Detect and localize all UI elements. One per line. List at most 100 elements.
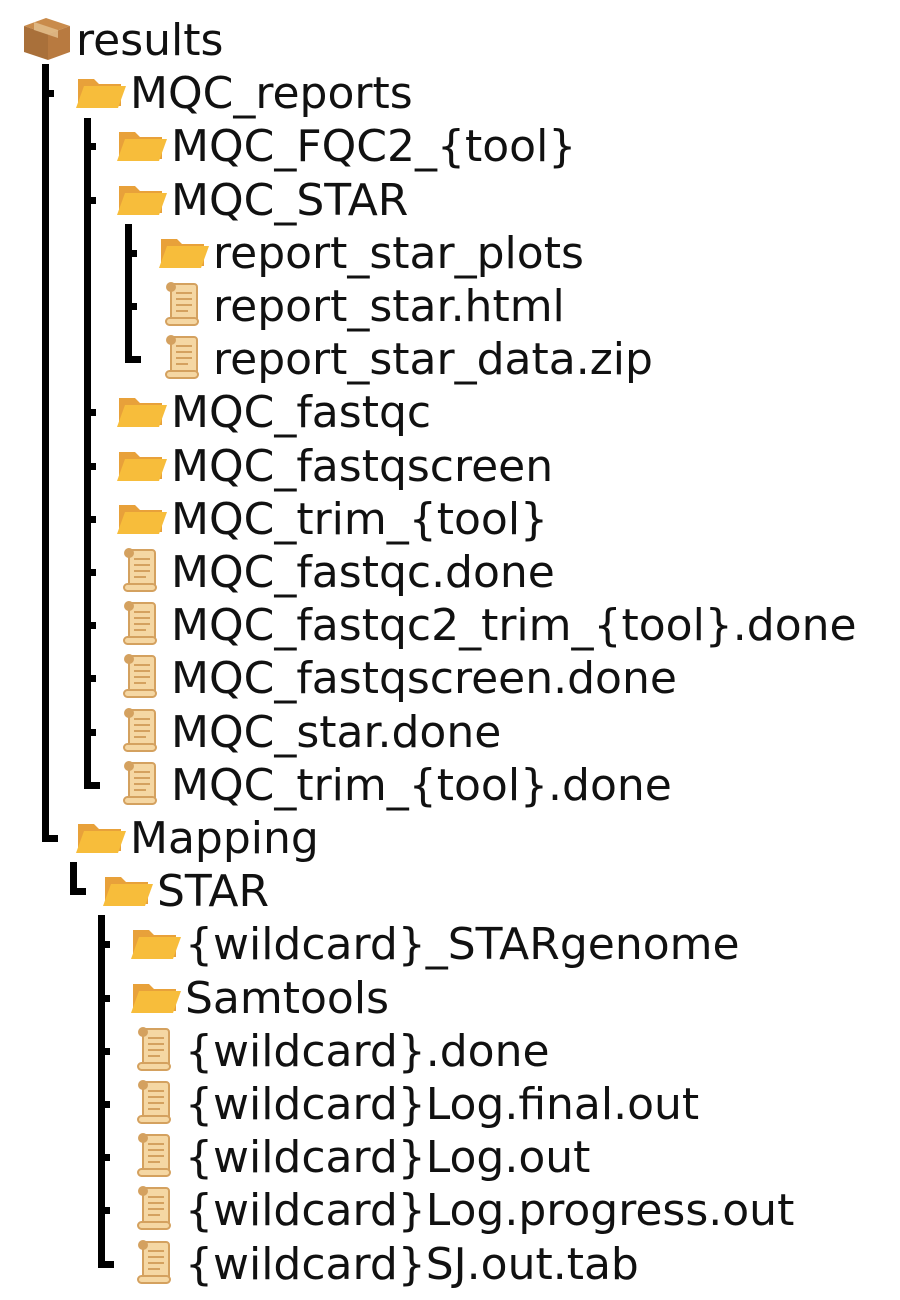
scroll-icon xyxy=(129,1076,185,1129)
folder-icon xyxy=(129,970,185,1023)
folder-icon xyxy=(115,491,171,544)
tree-row[interactable]: MQC_trim_{tool}.done xyxy=(115,757,672,811)
tree-connector-vertical xyxy=(70,862,77,896)
tree-row[interactable]: MQC_FQC2_{tool} xyxy=(115,118,577,173)
tree-row[interactable]: report_star_data.zip xyxy=(157,331,653,386)
tree-item-label: MQC_STAR xyxy=(171,174,409,226)
tree-connector-branch xyxy=(125,249,137,257)
tree-item-label: MQC_star.done xyxy=(171,706,502,758)
folder-icon xyxy=(115,384,171,437)
tree-row[interactable]: MQC_STAR xyxy=(115,172,409,226)
tree-connector-vertical xyxy=(84,118,91,789)
tree-item-label: {wildcard}_STARgenome xyxy=(185,919,740,971)
tree-connector-branch xyxy=(98,994,110,1002)
scroll-icon xyxy=(115,650,171,703)
tree-item-label: report_star_data.zip xyxy=(213,334,653,386)
tree-item-label: MQC_FQC2_{tool} xyxy=(171,121,577,173)
tree-row[interactable]: {wildcard}Log.final.out xyxy=(129,1076,700,1130)
tree-connector-vertical xyxy=(42,64,49,842)
scroll-icon xyxy=(157,278,213,331)
tree-connector-branch xyxy=(98,1047,110,1055)
tree-row[interactable]: MQC_fastqscreen xyxy=(115,438,554,492)
tree-row[interactable]: Samtools xyxy=(129,970,389,1024)
folder-icon xyxy=(74,810,130,863)
tree-row[interactable]: {wildcard}_STARgenome xyxy=(129,916,740,971)
tree-item-label: Mapping xyxy=(130,813,319,864)
tree-connector-branch xyxy=(84,675,96,683)
tree-item-label: {wildcard}Log.out xyxy=(185,1132,591,1184)
tree-item-label: MQC_fastqc xyxy=(171,387,432,439)
scroll-icon xyxy=(115,597,171,650)
scroll-icon xyxy=(129,1129,185,1182)
tree-item-label: report_star.html xyxy=(213,281,565,332)
tree-item-label: MQC_fastqscreen.done xyxy=(171,653,677,705)
folder-icon xyxy=(157,225,213,278)
scroll-icon xyxy=(157,331,213,384)
tree-item-label: {wildcard}.done xyxy=(185,1025,550,1077)
tree-connector-branch xyxy=(84,409,96,417)
folder-icon xyxy=(115,172,171,225)
scroll-icon xyxy=(129,1182,185,1235)
tree-item-label: {wildcard}Log.progress.out xyxy=(185,1185,795,1237)
tree-connector-branch xyxy=(98,1154,110,1162)
tree-item-label: results xyxy=(76,15,224,66)
tree-row[interactable]: MQC_fastqc xyxy=(115,384,432,439)
tree-item-label: Samtools xyxy=(185,972,389,1024)
tree-connector-branch xyxy=(98,1207,110,1215)
tree-connector-branch xyxy=(84,781,100,789)
tree-item-label: MQC_reports xyxy=(130,68,413,120)
tree-connector-branch xyxy=(84,569,96,576)
tree-row[interactable]: MQC_fastqc2_trim_{tool}.done xyxy=(115,597,857,652)
tree-row[interactable]: MQC_reports xyxy=(74,65,413,120)
tree-connector-branch xyxy=(98,1260,114,1268)
folder-icon xyxy=(115,118,171,171)
tree-connector-vertical xyxy=(98,915,105,1268)
folder-icon xyxy=(129,916,185,969)
tree-connector-branch xyxy=(98,941,110,949)
scroll-icon xyxy=(115,704,171,757)
tree-row[interactable]: {wildcard}SJ.out.tab xyxy=(129,1236,639,1290)
tree-connector-branch xyxy=(42,835,58,842)
folder-icon xyxy=(115,438,171,491)
tree-row[interactable]: report_star.html xyxy=(157,278,565,332)
tree-row[interactable]: {wildcard}Log.out xyxy=(129,1129,591,1184)
scroll-icon xyxy=(115,544,171,597)
tree-item-label: MQC_fastqc2_trim_{tool}.done xyxy=(171,600,857,652)
package-icon xyxy=(20,12,76,65)
tree-connector-branch xyxy=(70,888,86,896)
tree-row[interactable]: MQC_fastqc.done xyxy=(115,544,555,598)
tree-connector-branch xyxy=(98,1101,110,1108)
folder-icon xyxy=(74,65,130,118)
tree-row[interactable]: MQC_trim_{tool} xyxy=(115,491,549,545)
tree-connector-branch xyxy=(84,515,96,523)
scroll-icon xyxy=(115,757,171,810)
tree-connector-branch xyxy=(84,462,96,470)
scroll-icon xyxy=(129,1023,185,1076)
tree-item-label: {wildcard}Log.final.out xyxy=(185,1079,700,1130)
scroll-icon xyxy=(129,1236,185,1289)
tree-connector-branch xyxy=(84,728,96,736)
tree-connector-vertical xyxy=(125,224,132,364)
tree-connector-branch xyxy=(125,356,141,364)
tree-connector-branch xyxy=(84,196,96,204)
tree-row[interactable]: STAR xyxy=(101,863,270,918)
tree-row[interactable]: Mapping xyxy=(74,810,319,864)
tree-item-label: {wildcard}SJ.out.tab xyxy=(185,1238,639,1290)
tree-item-label: report_star_plots xyxy=(213,227,584,279)
tree-connector-branch xyxy=(42,90,54,98)
tree-item-label: MQC_fastqscreen xyxy=(171,440,554,492)
tree-connector-branch xyxy=(125,303,137,310)
tree-item-label: MQC_fastqc.done xyxy=(171,547,555,598)
tree-row[interactable]: MQC_star.done xyxy=(115,704,502,758)
tree-row[interactable]: results xyxy=(20,12,224,66)
tree-row[interactable]: report_star_plots xyxy=(157,225,584,279)
tree-item-label: MQC_trim_{tool} xyxy=(171,493,549,545)
tree-item-label: STAR xyxy=(157,866,270,918)
tree-connector-branch xyxy=(84,622,96,630)
tree-item-label: MQC_trim_{tool}.done xyxy=(171,759,672,811)
tree-row[interactable]: {wildcard}Log.progress.out xyxy=(129,1182,795,1237)
tree-row[interactable]: MQC_fastqscreen.done xyxy=(115,650,677,705)
tree-row[interactable]: {wildcard}.done xyxy=(129,1023,550,1077)
folder-icon xyxy=(101,863,157,916)
tree-connector-branch xyxy=(84,143,96,151)
